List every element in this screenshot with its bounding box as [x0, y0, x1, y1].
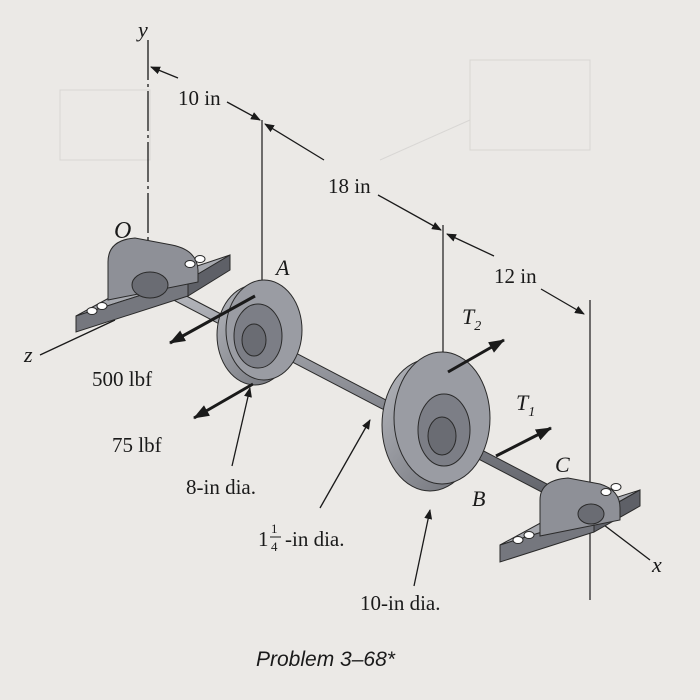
leader-gear-a [231, 387, 252, 467]
svg-text:1: 1 [258, 527, 269, 551]
dim-12in-arrow-left [446, 233, 495, 257]
gear-b [381, 351, 491, 492]
bearing-c [499, 477, 641, 563]
shaft-diameter-label: 1 1 4 -in dia. [258, 521, 344, 554]
problem-caption: Problem 3–68* [256, 648, 396, 671]
z-axis-label: z [23, 342, 33, 367]
x-axis-line [599, 521, 651, 561]
dim-label-12in: 12 in [494, 264, 537, 288]
bolt-hole [184, 260, 196, 268]
dim-18in-arrow-right [377, 194, 442, 231]
dim-label-10in: 10 in [178, 86, 221, 110]
tension-t1-arrow [495, 426, 552, 458]
bolt-hole [194, 255, 206, 263]
dim-label-18in: 18 in [328, 174, 371, 198]
point-label-a: A [274, 255, 290, 280]
svg-text:-in dia.: -in dia. [285, 527, 344, 551]
x-axis-label: x [651, 552, 662, 577]
bolt-hole [600, 488, 612, 496]
force-500-arrow [169, 294, 256, 345]
leader-gear-b [413, 509, 433, 587]
tension-t1-label: T1 [516, 390, 535, 420]
force-500-label: 500 lbf [92, 367, 152, 391]
y-axis-label: y [136, 17, 148, 42]
dim-18in-arrow-left [264, 123, 325, 161]
dim-12in-arrow-right [540, 288, 585, 315]
tension-t2-subscript: 2 [474, 319, 481, 334]
dim-10in-arrow-left [150, 66, 179, 79]
tension-t2-arrow [447, 338, 505, 374]
bolt-hole [523, 531, 535, 539]
force-75-label: 75 lbf [112, 433, 162, 457]
bolt-hole [96, 302, 108, 310]
bolt-hole [512, 536, 524, 544]
bolt-hole [610, 483, 622, 491]
leader-shaft [319, 419, 371, 509]
dimension-lines [150, 66, 585, 315]
background-bleed [59, 59, 591, 161]
bolt-hole [86, 307, 98, 315]
force-75-arrow [193, 382, 254, 420]
bearing-o-pillow [107, 237, 199, 301]
gear-b-diameter-label: 10-in dia. [360, 591, 440, 615]
tension-t1-subscript: 1 [528, 405, 535, 420]
dim-10in-arrow-right [226, 101, 261, 121]
point-label-c: C [555, 452, 570, 477]
gear-a [216, 279, 303, 386]
z-axis-line [39, 319, 116, 356]
point-label-b: B [472, 486, 485, 511]
tension-t2-label: T2 [462, 304, 481, 334]
fraction-numerator: 1 [271, 521, 278, 536]
bearing-o [75, 237, 231, 333]
point-label-o: O [114, 218, 131, 244]
leader-lines [231, 387, 433, 587]
fraction-denominator: 4 [271, 539, 278, 554]
gear-a-diameter-label: 8-in dia. [186, 475, 256, 499]
